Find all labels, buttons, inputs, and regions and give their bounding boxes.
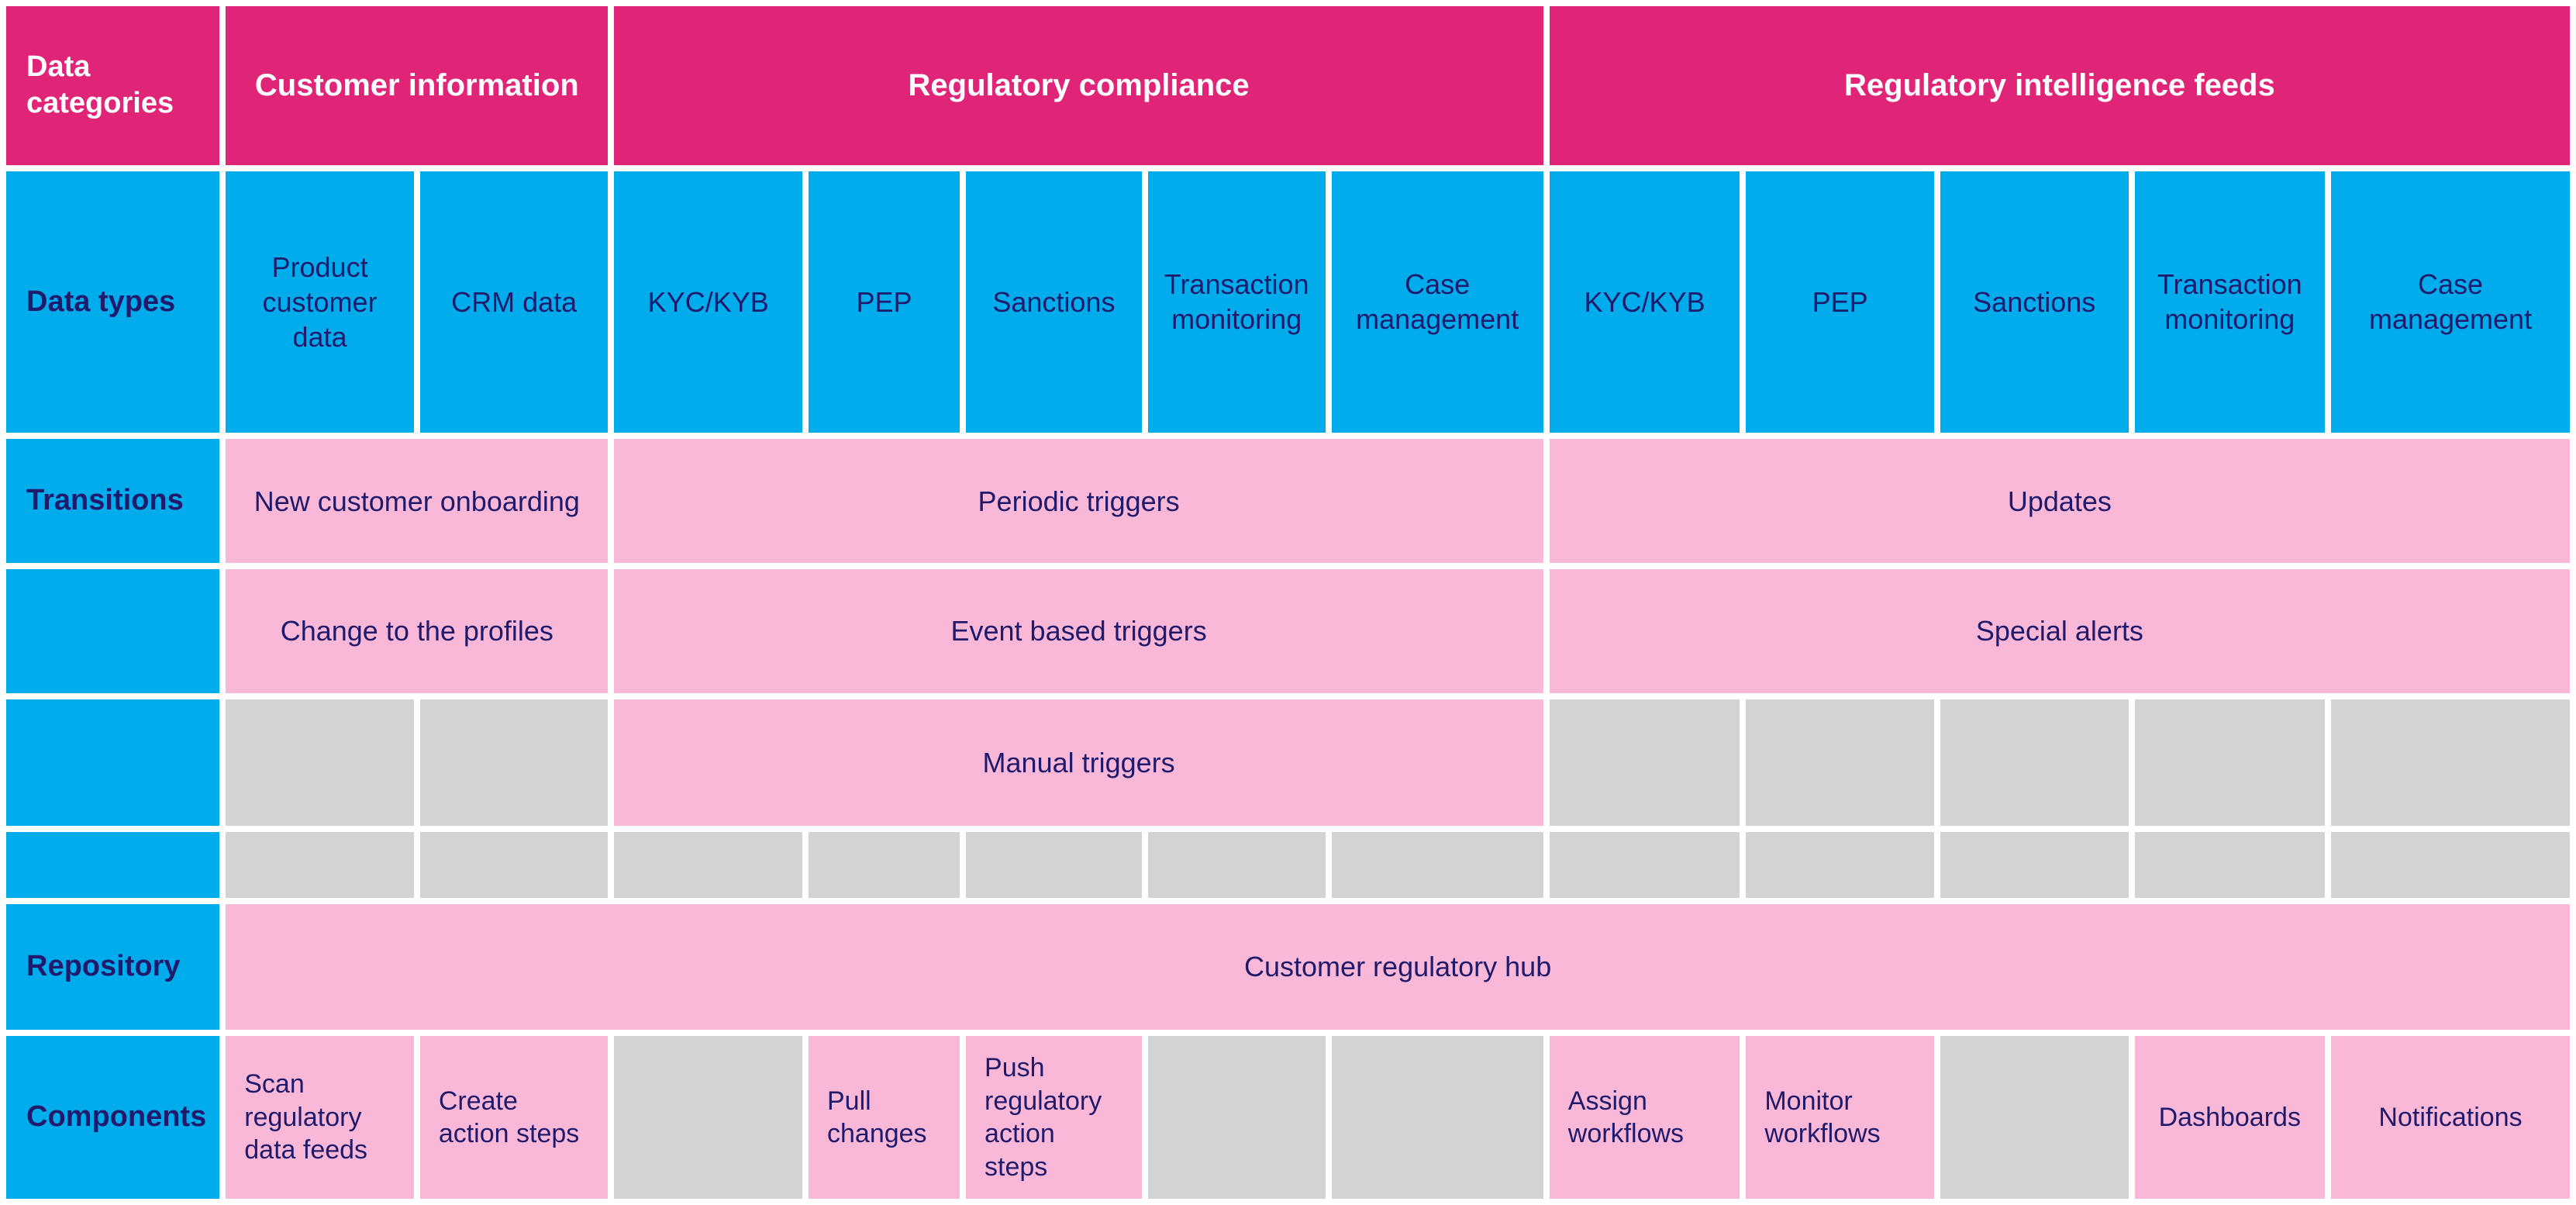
data-type-pep-intelligence: PEP [1746,171,1934,433]
transition-change-to-the-profiles: Change to the profiles [226,569,609,693]
data-type-transaction-monitoring-compliance: Transaction monitoring [1147,171,1326,433]
empty-cell [1940,1036,2129,1199]
empty-cell [419,831,609,898]
empty-cell [1147,831,1326,898]
row-label-components: Components [6,1036,220,1199]
row-label-data-types: Data types [6,171,220,433]
transition-new-customer-onboarding: New customer onboarding [226,439,609,564]
empty-cell [1147,1036,1326,1199]
data-type-kyc-kyb-compliance: KYC/KYB [614,171,802,433]
header-group-customer-information: Customer information [226,6,609,165]
data-type-sanctions-intelligence: Sanctions [1940,171,2129,433]
component-monitor-workflows: Monitor workflows [1746,1036,1934,1199]
empty-cell [1549,831,1740,898]
empty-cell [419,699,609,826]
empty-cell [226,699,414,826]
row-label-transitions-spacer-2 [6,699,220,826]
transition-event-based-triggers: Event based triggers [614,569,1543,693]
component-pull-changes: Pull changes [809,1036,960,1199]
component-push-regulatory-action-steps: Push regulatory action steps [966,1036,1142,1199]
transition-special-alerts: Special alerts [1549,569,2570,693]
data-type-case-management-compliance: Case management [1331,171,1543,433]
empty-cell [1331,1036,1543,1199]
empty-cell [2331,699,2570,826]
data-type-transaction-monitoring-intelligence: Transaction monitoring [2134,171,2326,433]
data-type-kyc-kyb-intelligence: KYC/KYB [1549,171,1740,433]
empty-cell [614,831,802,898]
empty-cell [2331,831,2570,898]
empty-cell [2134,699,2326,826]
empty-cell [614,1036,802,1199]
header-group-regulatory-compliance: Regulatory compliance [614,6,1543,165]
row-label-transitions-spacer-3 [6,831,220,898]
empty-cell [809,831,960,898]
header-group-regulatory-intelligence-feeds: Regulatory intelligence feeds [1549,6,2570,165]
component-notifications: Notifications [2331,1036,2570,1199]
empty-cell [1940,831,2129,898]
empty-cell [226,831,414,898]
empty-cell [1940,699,2129,826]
component-dashboards: Dashboards [2134,1036,2326,1199]
empty-cell [966,831,1142,898]
empty-cell [2134,831,2326,898]
transition-manual-triggers: Manual triggers [614,699,1543,826]
empty-cell [1746,699,1934,826]
data-type-case-management-intelligence: Case management [2331,171,2570,433]
row-label-repository: Repository [6,903,220,1031]
data-type-sanctions-compliance: Sanctions [966,171,1142,433]
data-type-product-customer-data: Product customer data [226,171,414,433]
transition-updates: Updates [1549,439,2570,564]
component-scan-regulatory-data-feeds: Scan regulatory data feeds [226,1036,414,1199]
component-assign-workflows: Assign workflows [1549,1036,1740,1199]
header-data-categories: Data categories [6,6,220,165]
repository-customer-regulatory-hub: Customer regulatory hub [226,903,2570,1031]
empty-cell [1549,699,1740,826]
data-type-crm-data: CRM data [419,171,609,433]
row-label-transitions: Transitions [6,439,220,564]
empty-cell [1331,831,1543,898]
data-type-pep-compliance: PEP [809,171,960,433]
transition-periodic-triggers: Periodic triggers [614,439,1543,564]
empty-cell [1746,831,1934,898]
row-label-transitions-spacer-1 [6,569,220,693]
component-create-action-steps: Create action steps [419,1036,609,1199]
